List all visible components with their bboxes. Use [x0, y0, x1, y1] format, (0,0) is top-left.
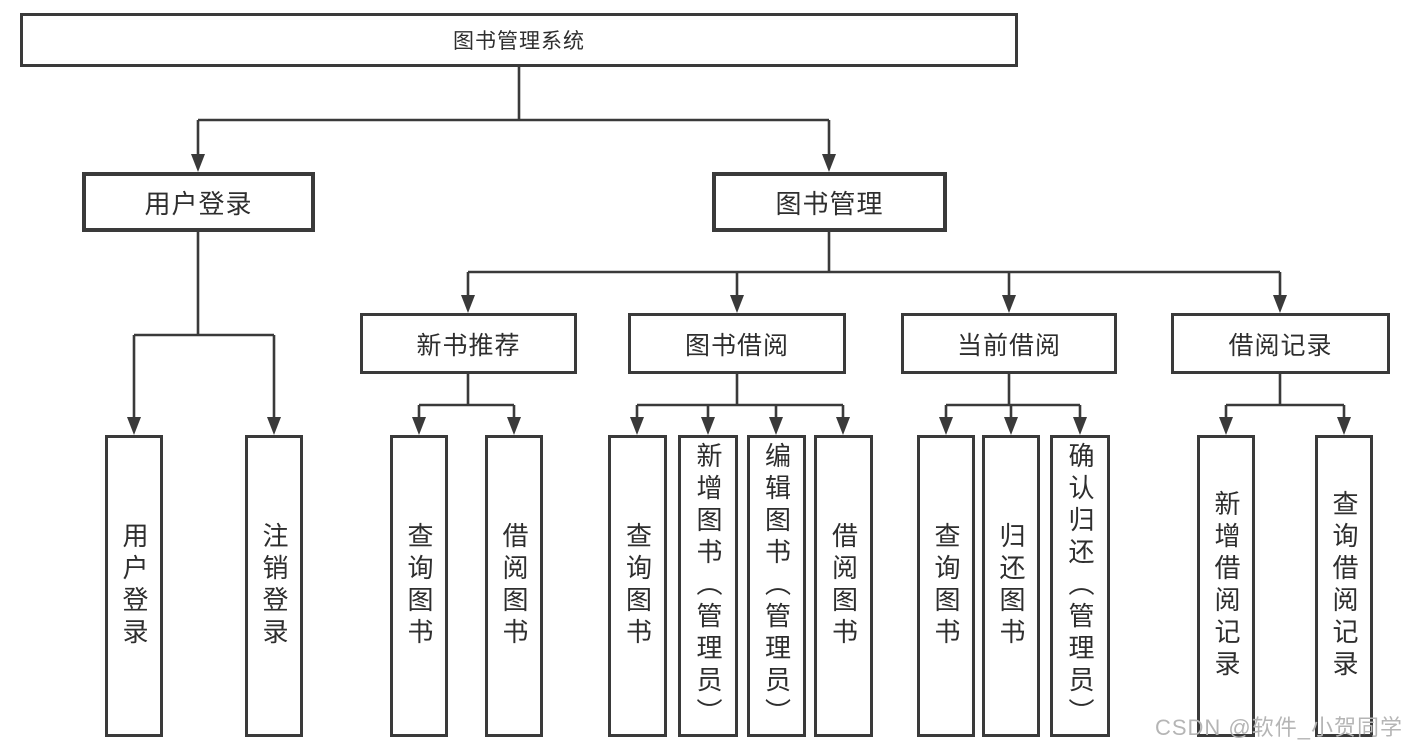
leaf-return-books: 归还图书: [982, 435, 1040, 737]
node-borrow-records: 借阅记录: [1171, 313, 1390, 374]
node-current-borrow-label: 当前借阅: [956, 331, 1061, 360]
leaf-logout: 注销登录: [245, 435, 303, 737]
leaf-edit-book-admin-label: 编辑图书（管理员）: [761, 442, 792, 730]
leaf-add-book-admin: 新增图书（管理员）: [678, 435, 738, 737]
node-book-borrow: 图书借阅: [628, 313, 846, 374]
node-new-book-recommend-label: 新书推荐: [416, 331, 521, 360]
node-new-book-recommend: 新书推荐: [360, 313, 577, 374]
leaf-borrow-books-label: 借阅图书: [828, 522, 859, 650]
leaf-add-book-admin-label: 新增图书（管理员）: [693, 442, 723, 730]
leaf-confirm-return-admin-label: 确认归还（管理员）: [1065, 442, 1095, 730]
leaf-query-books-current-label: 查询图书: [931, 522, 961, 650]
leaf-query-books-recommend-label: 查询图书: [404, 522, 434, 650]
leaf-query-borrow-record-label: 查询借阅记录: [1329, 490, 1359, 682]
leaf-confirm-return-admin: 确认归还（管理员）: [1050, 435, 1110, 737]
leaf-query-books-borrow-label: 查询图书: [622, 522, 653, 650]
leaf-add-borrow-record-label: 新增借阅记录: [1211, 490, 1241, 682]
leaf-logout-label: 注销登录: [259, 522, 289, 650]
node-current-borrow: 当前借阅: [901, 313, 1117, 374]
node-book-management: 图书管理: [712, 172, 947, 232]
leaf-add-borrow-record: 新增借阅记录: [1197, 435, 1255, 737]
node-user-login: 用户登录: [82, 172, 315, 232]
leaf-user-login-label: 用户登录: [119, 522, 149, 650]
leaf-query-books-recommend: 查询图书: [390, 435, 448, 737]
node-library-system-label: 图书管理系统: [453, 30, 585, 53]
leaf-edit-book-admin: 编辑图书（管理员）: [747, 435, 806, 737]
csdn-watermark: CSDN @软件_小贺同学: [1154, 715, 1403, 740]
node-library-system: 图书管理系统: [20, 13, 1018, 67]
node-borrow-records-label: 借阅记录: [1228, 331, 1333, 360]
leaf-user-login: 用户登录: [105, 435, 163, 737]
leaf-query-books-current: 查询图书: [917, 435, 975, 737]
node-book-management-label: 图书管理: [775, 188, 884, 219]
leaf-query-books-borrow: 查询图书: [608, 435, 667, 737]
leaf-return-books-label: 归还图书: [996, 522, 1026, 650]
node-book-borrow-label: 图书借阅: [684, 331, 789, 360]
node-user-login-label: 用户登录: [144, 188, 253, 219]
leaf-query-borrow-record: 查询借阅记录: [1315, 435, 1373, 737]
leaf-borrow-books-recommend-label: 借阅图书: [499, 522, 529, 650]
leaf-borrow-books-recommend: 借阅图书: [485, 435, 543, 737]
leaf-borrow-books: 借阅图书: [814, 435, 873, 737]
